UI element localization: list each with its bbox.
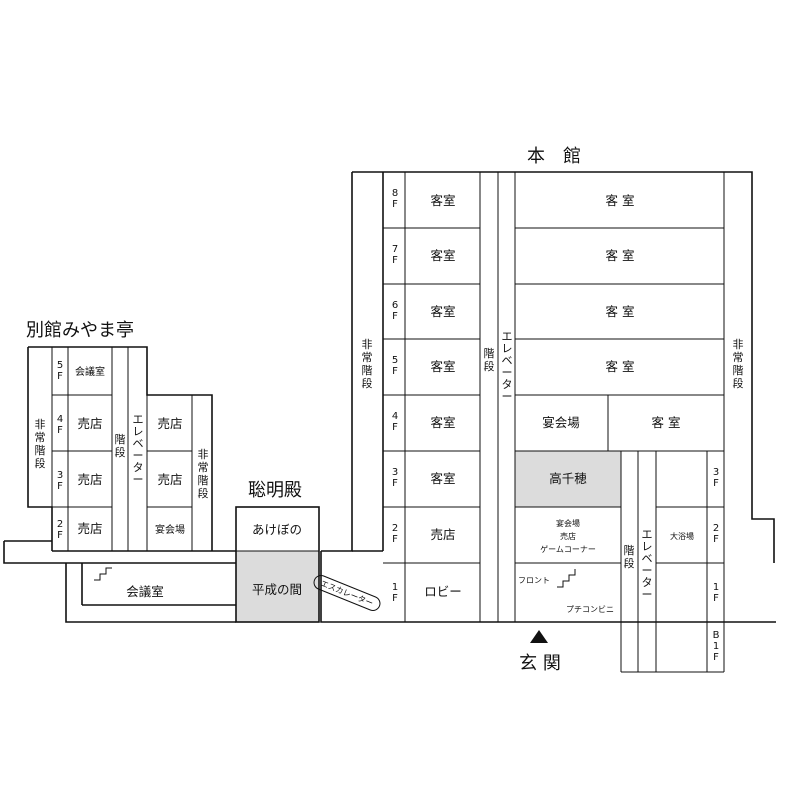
room-1f-lobby: ロビー — [424, 584, 462, 599]
room-8f-guest: 客室 — [430, 193, 455, 208]
room-6f-guest: 客室 — [430, 304, 455, 319]
annex-stair-glyph — [94, 567, 112, 581]
room-combo-game: ゲームコーナー — [540, 544, 596, 554]
room-takachiho: 高千穂 — [549, 471, 587, 486]
main-stairs: 階段 — [484, 346, 495, 373]
annex-title: 別館みやま亭 — [26, 320, 134, 341]
escalator: エスカレーター — [313, 575, 381, 611]
takachiho-room-fill — [515, 451, 621, 507]
annex-grid — [51, 347, 193, 551]
annex-stairs: 階段 — [115, 432, 126, 459]
room-7f-guest: 客室 — [430, 248, 455, 263]
room-7f-guest-wide: 客 室 — [606, 248, 635, 263]
room-2f-shop: 売店 — [430, 527, 455, 542]
entrance-label: 玄 関 — [519, 653, 561, 674]
heisei-room-fill — [236, 551, 319, 622]
annex-4f-shop: 売店 — [77, 416, 102, 431]
annex-2f-shop: 売店 — [77, 521, 102, 536]
room-3f-guest: 客室 — [430, 471, 455, 486]
annex-1f-meeting: 会議室 — [126, 584, 164, 599]
hall-building — [235, 506, 320, 623]
east-emergency-stairs: 非常階段 — [733, 338, 744, 390]
hall-akebono: あけぼの — [252, 522, 302, 537]
room-combo-shop: 売店 — [560, 531, 576, 541]
annex-2f-banquet: 宴会場 — [155, 523, 185, 536]
room-4f-banquet: 宴会場 — [542, 415, 580, 430]
room-4f-guest: 客室 — [430, 415, 455, 430]
annex-5f-meeting: 会議室 — [75, 365, 105, 378]
room-4f-guest-east: 客 室 — [652, 415, 681, 430]
annex-4f-shop-east: 売店 — [157, 416, 182, 431]
main-building — [320, 171, 776, 623]
annex-3f-shop: 売店 — [77, 472, 102, 487]
room-5f-guest-wide: 客 室 — [606, 359, 635, 374]
room-petit-conveni: プチコンビニ — [566, 605, 614, 614]
room-5f-guest: 客室 — [430, 359, 455, 374]
ground-outline — [3, 540, 236, 623]
hall-title: 聡明殿 — [248, 480, 302, 501]
east-stairs: 階段 — [624, 543, 635, 570]
main-building-grid — [383, 172, 725, 673]
annex-emergency-west: 非常階段 — [35, 418, 46, 470]
annex-elevator: エレベーター — [133, 413, 144, 486]
room-combo-banquet: 宴会場 — [556, 518, 580, 528]
annex-emergency-east: 非常階段 — [198, 448, 209, 500]
room-bath: 大浴場 — [670, 531, 694, 541]
entrance-arrow-icon — [530, 630, 548, 643]
main-building-title: 本 館 — [527, 146, 581, 167]
east-elevator: エレベーター — [642, 528, 653, 601]
main-emergency-stairs: 非常階段 — [362, 338, 373, 390]
room-8f-guest-wide: 客 室 — [606, 193, 635, 208]
annex-3f-shop-east: 売店 — [157, 472, 182, 487]
hall-heisei: 平成の間 — [252, 582, 302, 597]
room-front: フロント — [518, 576, 550, 585]
room-6f-guest-wide: 客 室 — [606, 304, 635, 319]
main-elevator: エレベーター — [502, 330, 513, 403]
